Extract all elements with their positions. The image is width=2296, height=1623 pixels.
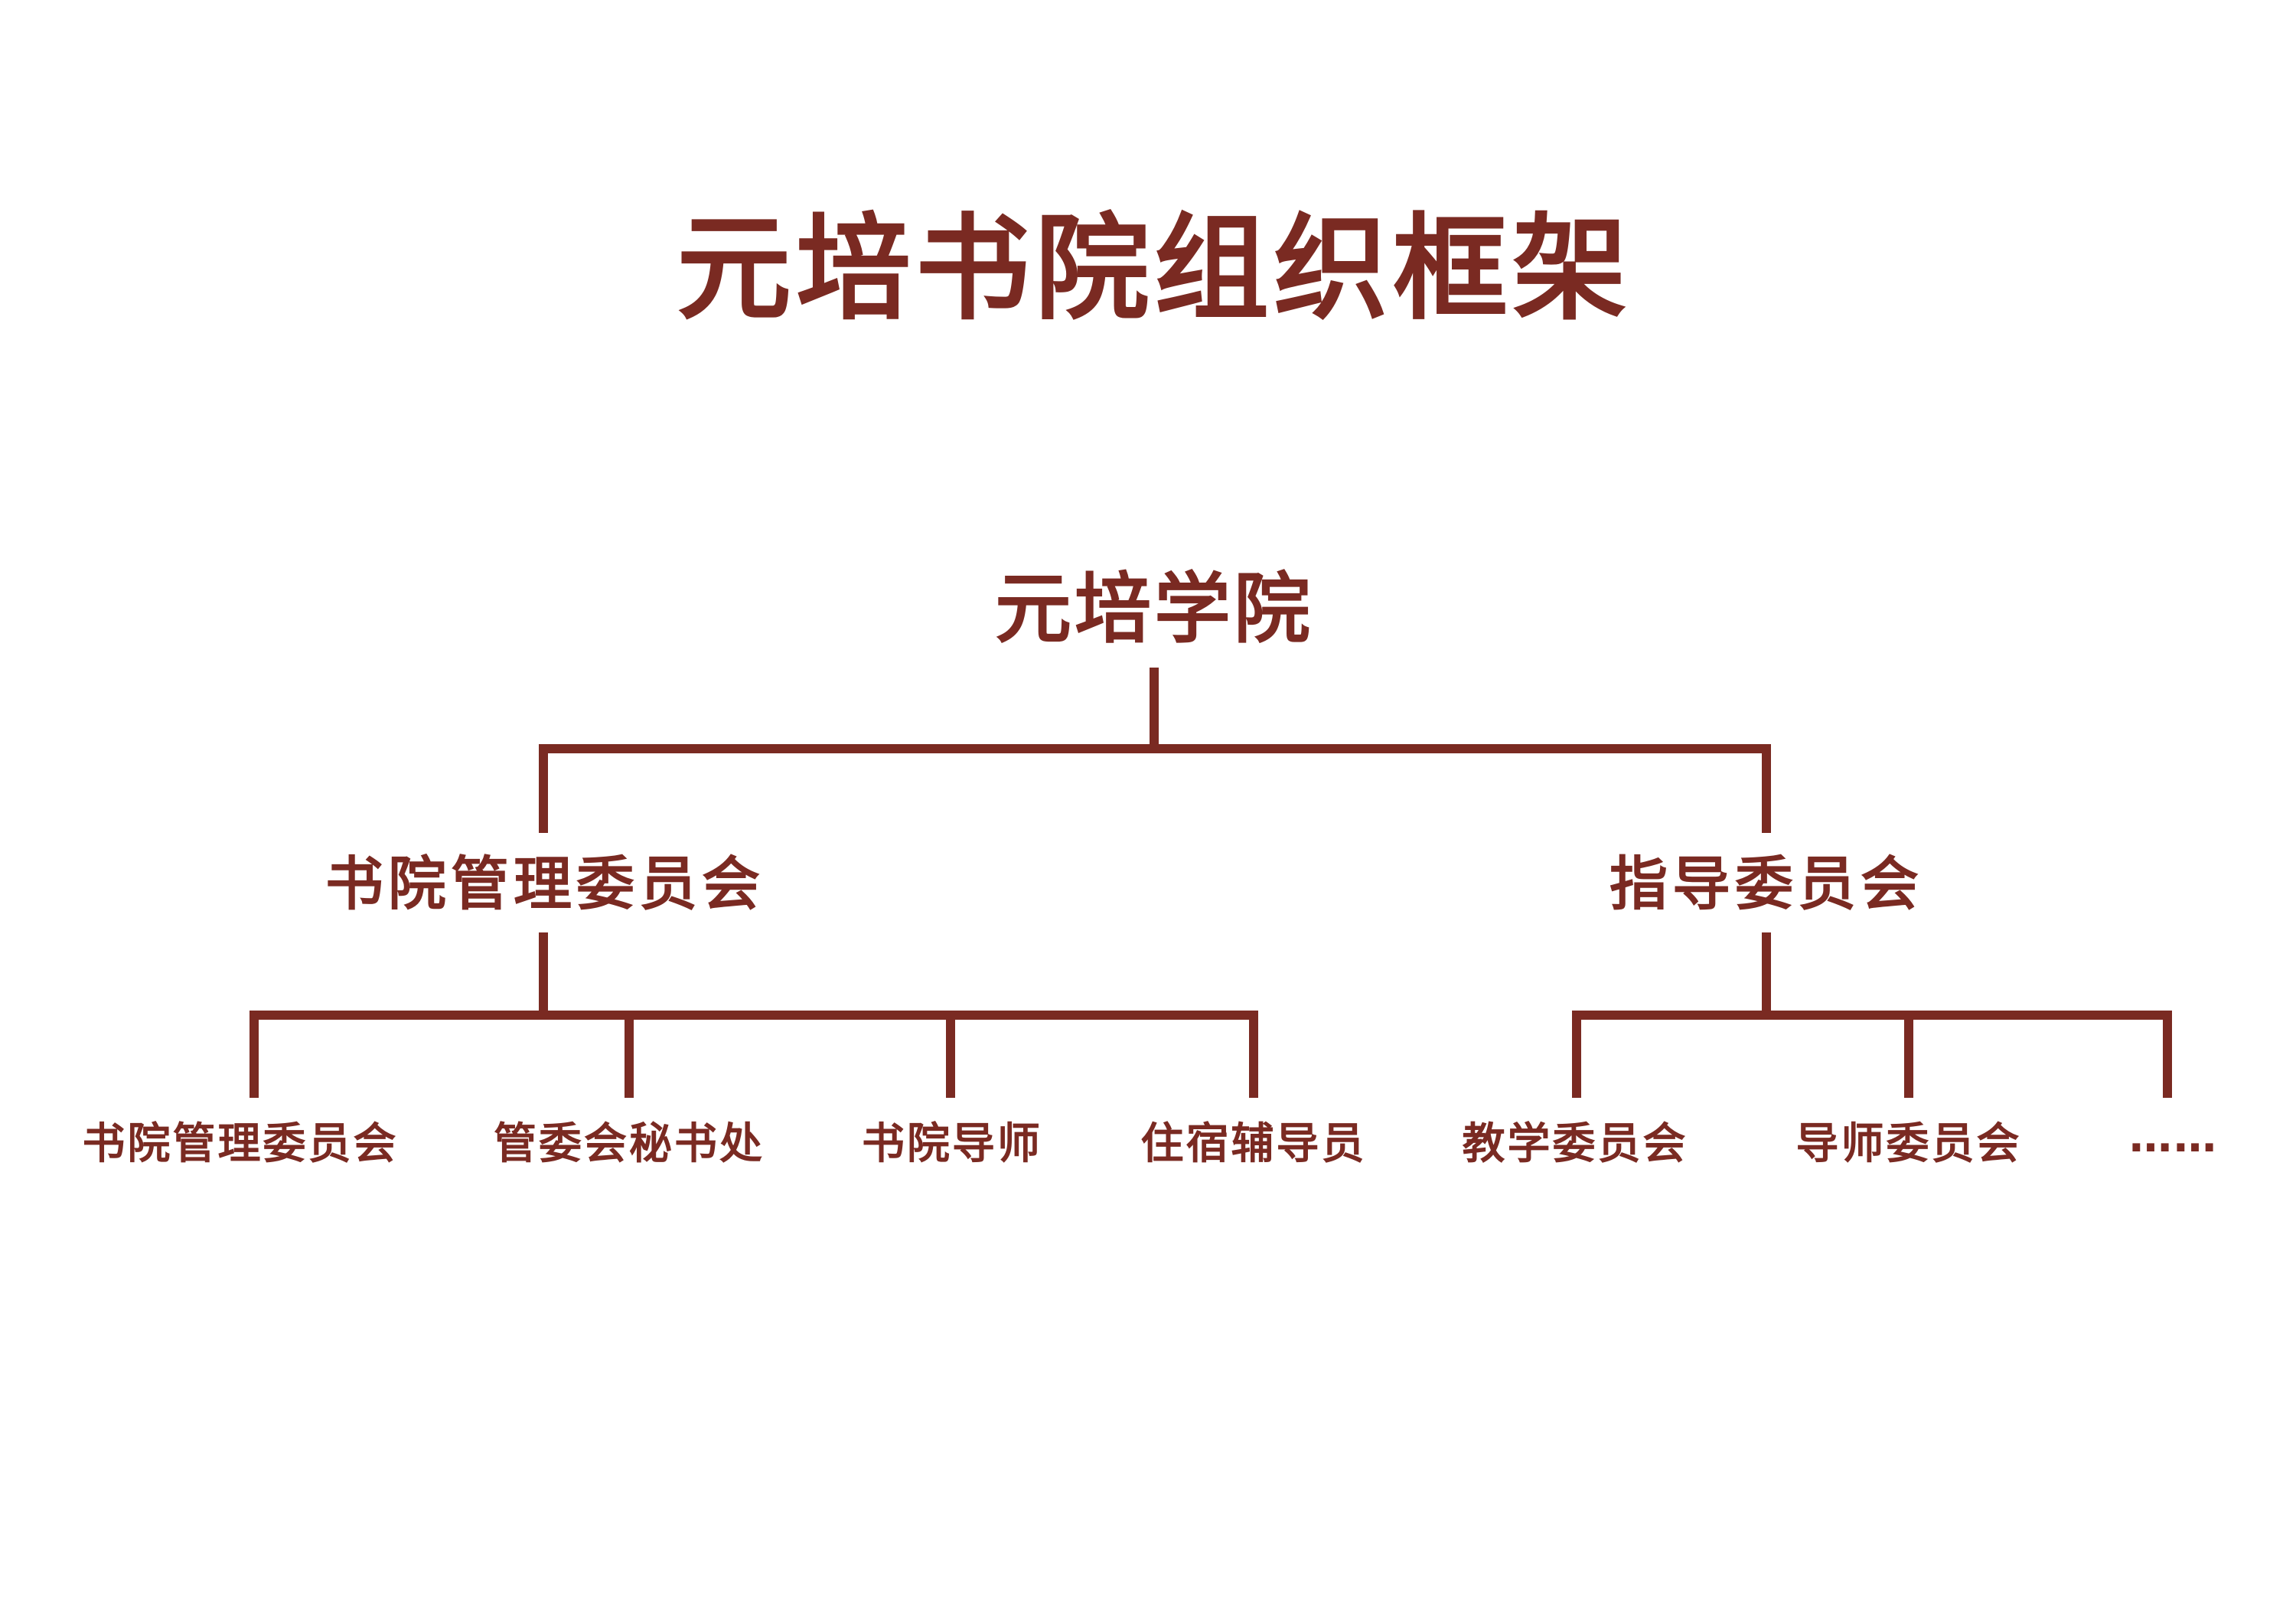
connector-branch1-stem (539, 932, 548, 1015)
branch-node-steering-committee: 指导委员会 (1609, 850, 1923, 918)
leaf-node-secretariat: 管委会秘书处 (494, 1119, 765, 1169)
connector-leaf3-drop (946, 1011, 955, 1098)
connector-branch1-drop (539, 744, 548, 833)
leaf-node-tutor-committee: 导师委员会 (1795, 1119, 2022, 1169)
root-node: 元培学院 (995, 564, 1313, 654)
connector-leaf6-drop (1904, 1011, 1913, 1098)
leaf-node-tutors: 书院导师 (862, 1119, 1042, 1169)
leaf-node-residence-counselors: 住宿辅导员 (1140, 1119, 1367, 1169)
connector-root-stem (1150, 668, 1159, 749)
connector-branch1-bar (249, 1011, 1258, 1020)
branch-node-management-committee: 书院管理委员会 (325, 850, 765, 918)
connector-leaf5-drop (1572, 1011, 1581, 1098)
connector-leaf7-drop (2163, 1011, 2172, 1098)
connector-leaf2-drop (625, 1011, 634, 1098)
leaf-node-management-committee: 书院管理委员会 (82, 1119, 399, 1169)
leaf-node-more: …… (2129, 1112, 2218, 1162)
connector-leaf1-drop (249, 1011, 259, 1098)
diagram-title: 元培书院组织框架 (676, 203, 1632, 336)
connector-root-bar (539, 744, 1771, 753)
connector-branch2-bar (1572, 1011, 2172, 1020)
leaf-node-teaching-committee: 教学委员会 (1462, 1119, 1688, 1169)
connector-branch2-drop (1762, 744, 1771, 833)
connector-branch2-stem (1762, 932, 1771, 1015)
connector-leaf4-drop (1249, 1011, 1258, 1098)
